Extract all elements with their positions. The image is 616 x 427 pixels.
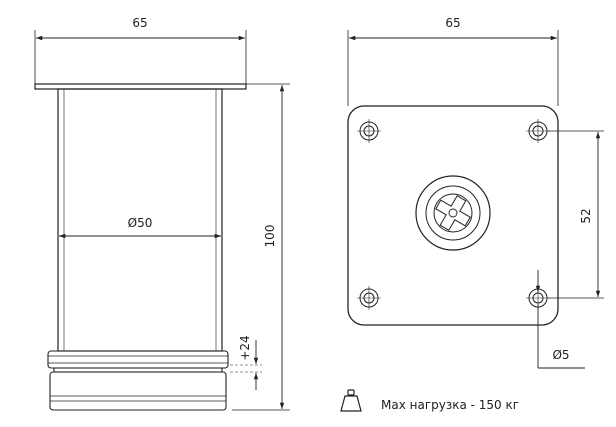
side-view (34, 30, 290, 411)
hole-spacing-label: 52 (579, 208, 593, 223)
top-width-label: 65 (445, 16, 460, 30)
plate-outline (347, 105, 559, 326)
top-view (347, 30, 604, 369)
weight-icon (340, 389, 362, 412)
load-capacity-text: Max нагрузка - 150 кг (381, 398, 519, 412)
mounting-hole (357, 119, 381, 143)
mounting-hole (526, 119, 550, 143)
adjusting-foot (47, 350, 229, 411)
adjust-label: +24 (238, 335, 252, 360)
height-label: 100 (263, 225, 277, 248)
center-boss (415, 175, 491, 251)
diameter-label: Ø50 (128, 216, 153, 230)
side-width-label: 65 (132, 16, 147, 30)
mounting-hole (357, 286, 381, 310)
mounting-plate (34, 83, 247, 90)
hole-diameter-label: Ø5 (552, 348, 569, 362)
